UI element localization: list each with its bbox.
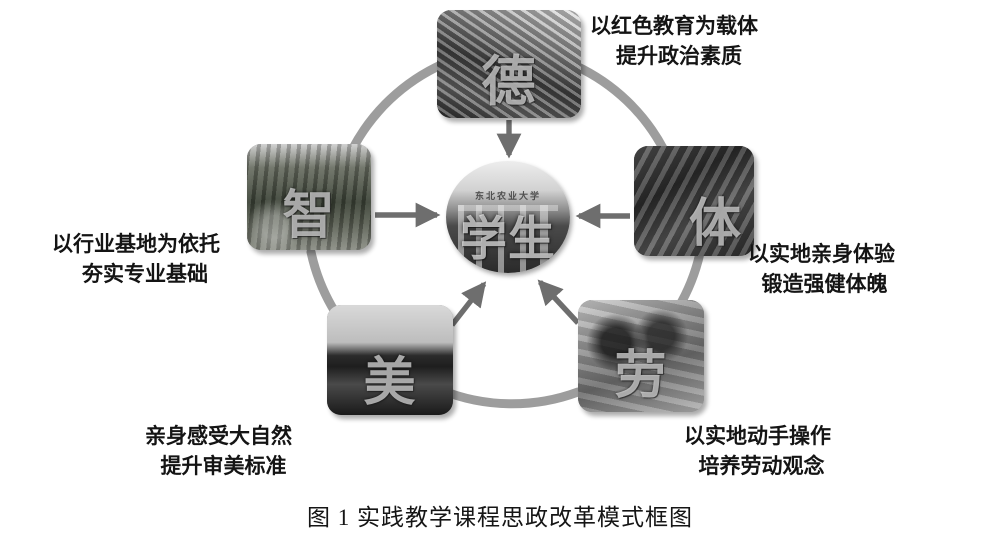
- diagram-canvas: 东北农业大学 学生 德 智 体 美 劳: [52, 10, 895, 482]
- inward-arrow-group: [375, 120, 630, 327]
- caption-de: 以红色教育为载体 提升政治素质: [590, 12, 758, 72]
- caption-zhi: 以行业基地为依托 夯实专业基础: [52, 230, 220, 290]
- photo-zhi: [247, 144, 371, 250]
- node-photo-zhi: 智: [247, 144, 371, 250]
- node-photo-de: 德: [437, 10, 581, 118]
- caption-mei: 亲身感受大自然 提升审美标准: [145, 422, 292, 482]
- caption-de-line2: 提升政治素质: [616, 45, 742, 68]
- node-photo-lao: 劳: [578, 300, 704, 412]
- caption-ti: 以实地亲身体验 锻造强健体魄: [748, 240, 895, 300]
- photo-ti: [634, 146, 754, 256]
- caption-lao-line2: 培养劳动观念: [698, 455, 825, 478]
- node-photo-ti: 体: [634, 146, 754, 256]
- caption-mei-line1: 亲身感受大自然: [145, 425, 292, 448]
- caption-ti-line1: 以实地亲身体验: [748, 243, 895, 266]
- caption-lao: 以实地动手操作 培养劳动观念: [684, 422, 831, 482]
- caption-mei-line2: 提升审美标准: [160, 455, 287, 478]
- node-photo-mei: 美: [327, 305, 453, 415]
- caption-de-line1: 以红色教育为载体: [590, 15, 758, 38]
- caption-ti-line2: 锻造强健体魄: [761, 273, 888, 296]
- arrow-mei-to-center: [449, 281, 487, 327]
- center-node-student: 东北农业大学 学生: [446, 161, 570, 273]
- center-glyph-text: 学生: [460, 212, 556, 265]
- figure-caption: 图 1 实践教学课程思政改革模式框图: [307, 505, 693, 530]
- ring-arc-zhi-de: [347, 59, 448, 155]
- photo-de: [437, 10, 581, 118]
- university-name-text: 东北农业大学: [474, 191, 541, 201]
- photo-mei: [327, 305, 453, 415]
- gate-structure-graphic: [458, 205, 558, 273]
- ring-arc-lao-mei: [436, 385, 583, 409]
- caption-lao-line1: 以实地动手操作: [684, 425, 831, 448]
- arrow-lao-to-center: [537, 279, 580, 325]
- photo-lao: [578, 300, 704, 412]
- caption-zhi-line1: 以行业基地为依托: [52, 233, 220, 256]
- ring-arc-de-ti: [571, 61, 669, 155]
- caption-zhi-line2: 夯实专业基础: [82, 263, 208, 286]
